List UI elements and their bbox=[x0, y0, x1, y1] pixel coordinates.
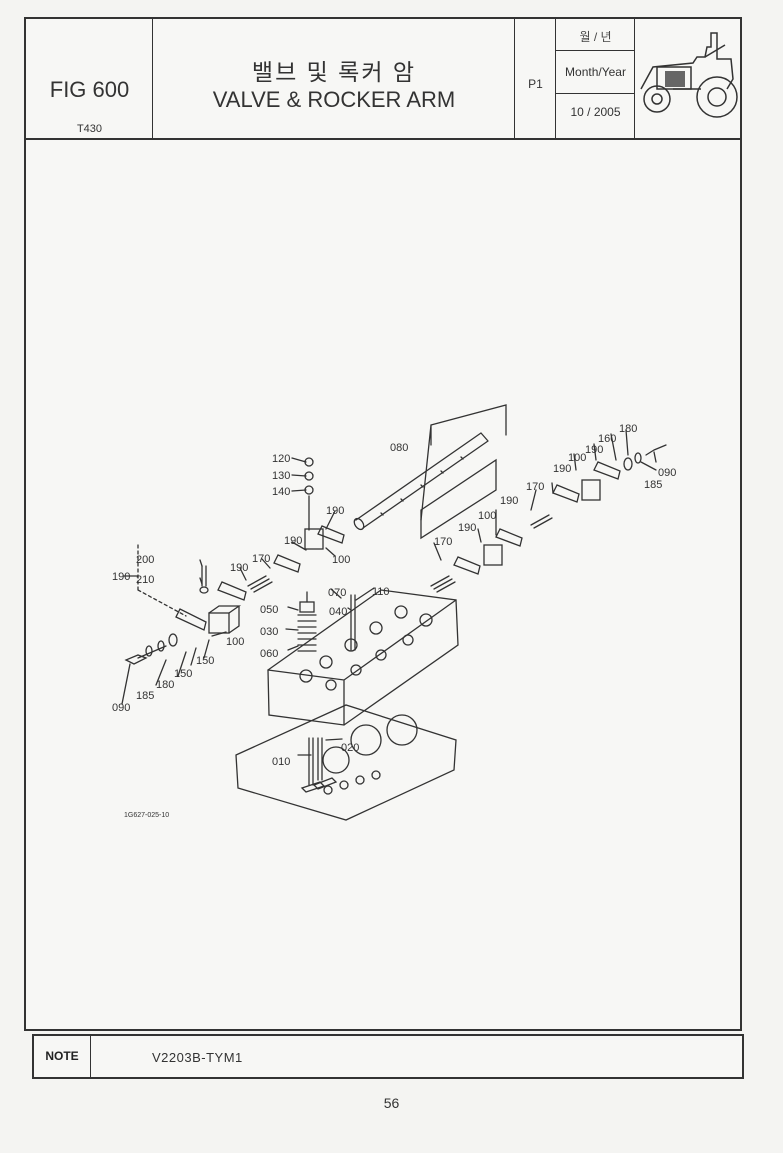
note-box: NOTE V2203B-TYM1 bbox=[32, 1034, 744, 1079]
callout-label: 100 bbox=[332, 554, 350, 566]
date-label-english: Month/Year bbox=[565, 65, 626, 79]
callout-label: 100 bbox=[226, 636, 244, 648]
callout-label: 190 bbox=[284, 535, 302, 547]
callout-label: 060 bbox=[260, 648, 278, 660]
callout-label: 190 bbox=[458, 522, 476, 534]
callout-label: 170 bbox=[434, 536, 452, 548]
date-divider bbox=[556, 50, 635, 51]
callout-label: 180 bbox=[619, 423, 637, 435]
tractor-icon bbox=[635, 19, 740, 138]
callout-label: 150 bbox=[174, 668, 192, 680]
callout-labels: 080 120 130 140 190 190 190 200 210 190 … bbox=[112, 423, 676, 819]
fig-cell: FIG 600 T430 bbox=[26, 19, 153, 138]
callout-label: 080 bbox=[390, 442, 408, 454]
callout-label: 185 bbox=[136, 690, 154, 702]
callout-label: 110 bbox=[372, 586, 390, 598]
callout-label: 130 bbox=[272, 470, 290, 482]
callout-label: 160 bbox=[598, 433, 616, 445]
callout-label: 180 bbox=[156, 679, 174, 691]
callout-label: 190 bbox=[112, 571, 130, 583]
date-value: 10 / 2005 bbox=[570, 105, 621, 119]
callout-label: 070 bbox=[328, 587, 346, 599]
model-code: T430 bbox=[76, 123, 103, 135]
date-divider bbox=[556, 93, 635, 94]
title-english: VALVE & ROCKER ARM bbox=[212, 87, 456, 112]
callout-label: 020 bbox=[341, 742, 359, 754]
callout-label: 200 bbox=[136, 554, 154, 566]
note-label: NOTE bbox=[34, 1036, 91, 1077]
title-cell: 밸브 및 록커 암 VALVE & ROCKER ARM bbox=[153, 19, 515, 138]
callout-label: 185 bbox=[644, 479, 662, 491]
fig-number: FIG 600 bbox=[49, 77, 130, 102]
callout-label: 050 bbox=[260, 604, 278, 616]
header: FIG 600 T430 밸브 및 록커 암 VALVE & ROCKER AR… bbox=[26, 19, 740, 140]
callout-label: 010 bbox=[272, 756, 290, 768]
callout-label: 190 bbox=[230, 562, 248, 574]
callout-label: 190 bbox=[585, 444, 603, 456]
exploded-diagram: 080 120 130 140 190 190 190 200 210 190 … bbox=[26, 140, 740, 1025]
callout-label: 030 bbox=[260, 626, 278, 638]
date-cell: 월 / 년 Month/Year 10 / 2005 bbox=[556, 19, 635, 138]
callout-label: 190 bbox=[500, 495, 518, 507]
callout-label: 100 bbox=[478, 510, 496, 522]
callout-label: 170 bbox=[526, 481, 544, 493]
page-number: 56 bbox=[383, 1095, 400, 1111]
callout-label: 140 bbox=[272, 486, 290, 498]
drawing-frame: FIG 600 T430 밸브 및 록커 암 VALVE & ROCKER AR… bbox=[24, 17, 742, 1031]
date-label-korean: 월 / 년 bbox=[579, 30, 612, 44]
callout-label: 040 bbox=[329, 606, 347, 618]
callout-label: 170 bbox=[252, 553, 270, 565]
callout-label: 150 bbox=[196, 655, 214, 667]
callout-label: 090 bbox=[112, 702, 130, 714]
callout-label: 100 bbox=[568, 452, 586, 464]
reference-code: 1G627-025-10 bbox=[124, 812, 169, 819]
callout-label: 090 bbox=[658, 467, 676, 479]
callout-label: 190 bbox=[326, 505, 344, 517]
callout-label: 210 bbox=[136, 574, 154, 586]
page-cell: P1 bbox=[515, 19, 556, 138]
callout-label: 190 bbox=[553, 463, 571, 475]
note-text: V2203B-TYM1 bbox=[152, 1050, 243, 1065]
callout-label: 120 bbox=[272, 453, 290, 465]
page-label: P1 bbox=[528, 77, 543, 91]
title-korean: 밸브 및 록커 암 bbox=[251, 59, 417, 85]
